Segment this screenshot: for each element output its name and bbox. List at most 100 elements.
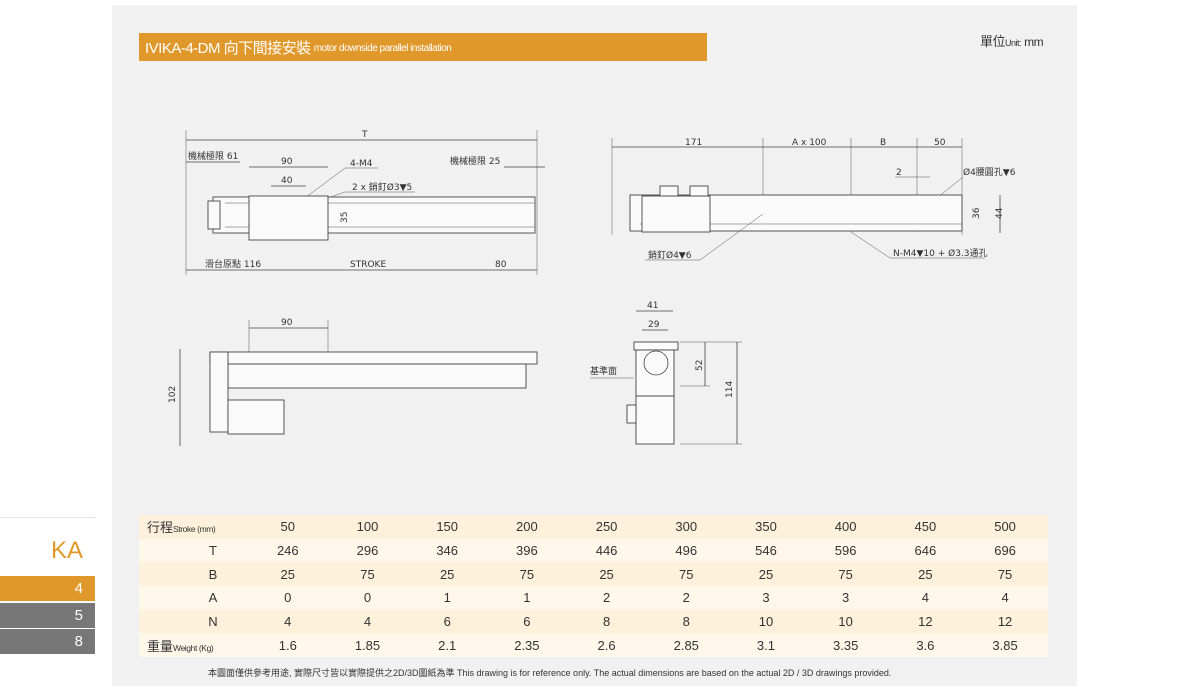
table-cell: 3: [762, 590, 770, 606]
unit-label: 單位Unit: mm: [980, 31, 1044, 50]
dim-limit-61: 機械極限 61: [188, 150, 238, 162]
row-label: N: [139, 610, 251, 634]
table-cell: 150: [436, 519, 459, 535]
sidebar-item-5[interactable]: 5: [0, 603, 95, 628]
table-cell: 4: [363, 614, 372, 630]
label-reference-surface: 基準面: [590, 365, 617, 377]
dim-102: 102: [168, 386, 178, 403]
dim-52: 52: [695, 360, 705, 371]
table-cell: 4: [1001, 590, 1009, 606]
table-cell: 646: [914, 543, 937, 559]
table-cell: 50: [280, 519, 296, 535]
table-cell: 75: [838, 566, 853, 582]
content-panel: [112, 5, 1077, 686]
table-cell: 3.35: [833, 637, 859, 653]
row-label: A: [139, 586, 251, 610]
dim-90: 90: [281, 157, 293, 167]
label-4-m4: 4-M4: [350, 159, 373, 169]
row-label: 重量Weight (Kg): [139, 633, 251, 657]
unit-label-en: Unit:: [1005, 38, 1022, 48]
table-cell: 25: [599, 566, 614, 582]
footer-note: 本圖面僅供參考用途, 實際尺寸皆以實際提供之2D/3D圖紙為準 This dra…: [208, 668, 892, 678]
dim-stroke: STROKE: [350, 260, 386, 270]
dim-2: 2: [896, 168, 902, 178]
row-label-text: A: [208, 590, 218, 606]
dim-origin-116: 滑台原點 116: [205, 258, 261, 270]
table-cell: 250: [595, 519, 618, 535]
table-cell: 12: [997, 614, 1013, 630]
table-cell: 12: [918, 614, 933, 630]
table-cell: 1.85: [354, 637, 381, 653]
row-label-text: 重量: [147, 638, 174, 654]
end-view-drawing: 41 29 基準面 52 114: [590, 301, 742, 445]
table-cell: 1: [523, 590, 531, 606]
table-cell: 2.6: [597, 637, 616, 653]
table-cell: 75: [679, 566, 694, 582]
row-label-text: N: [208, 614, 218, 630]
row-label: B: [139, 562, 251, 586]
table-cell: 2: [602, 590, 611, 606]
series-label: KA: [0, 517, 95, 575]
dim-44: 44: [995, 207, 1005, 219]
table-cell: 350: [755, 519, 777, 535]
dim-a-x-100: A x 100: [792, 138, 827, 148]
table-cell: 6: [443, 614, 451, 630]
table-cell: 0: [284, 590, 292, 606]
table-cell: 2.35: [514, 637, 540, 653]
table-cell: 75: [360, 566, 375, 582]
table-cell: 500: [994, 519, 1016, 535]
sidebar-item-4[interactable]: 4: [0, 576, 95, 601]
table-cell: 496: [675, 543, 698, 559]
sidebar-item-8[interactable]: 8: [0, 629, 95, 654]
label-pin-d4: 銷釘Ø4▼6: [648, 249, 692, 261]
table-cell: 75: [519, 566, 535, 582]
table-cell: 4: [921, 590, 929, 606]
dim-171: 171: [685, 138, 702, 148]
table-cell: 450: [914, 519, 937, 535]
table-cell: 346: [436, 543, 459, 559]
table-cell: 446: [595, 543, 618, 559]
table-cell: 596: [834, 543, 857, 559]
section-subtitle: motor downside parallel installation: [313, 43, 452, 54]
table-cell: 6: [523, 614, 531, 630]
table-cell: 4: [284, 614, 292, 630]
table-cell: 300: [675, 519, 698, 535]
dim-side-90: 90: [281, 318, 293, 328]
table-cell: 200: [516, 519, 538, 535]
table-cell: 696: [994, 543, 1016, 559]
table-cell: 396: [516, 543, 538, 559]
table-cell: 75: [997, 566, 1013, 582]
dim-40: 40: [281, 176, 293, 186]
table-cell: 3: [842, 590, 850, 606]
table-cell: 1.6: [278, 637, 297, 653]
dim-36: 36: [972, 207, 982, 219]
top-view-drawing: T 機械極限 61 90 40 4-M4 2 x 銷釘Ø3▼5 機械極限 25 …: [185, 130, 545, 275]
dim-41: 41: [647, 301, 658, 311]
table-cell: 10: [758, 614, 774, 630]
table-cell: 3.1: [756, 637, 775, 653]
table-cell: 25: [758, 566, 774, 582]
table-cell: 3.85: [992, 637, 1018, 653]
table-cell: 2.85: [673, 637, 699, 653]
row-label-text: 行程: [147, 520, 174, 536]
row-label-en: Weight (Kg): [173, 642, 214, 653]
table-cell: 2: [682, 590, 690, 606]
row-label: T: [139, 539, 251, 563]
dim-50: 50: [934, 138, 946, 148]
dim-T: T: [361, 130, 368, 140]
table-cell: 8: [602, 614, 611, 630]
row-label-text: T: [209, 543, 217, 559]
dim-114: 114: [725, 381, 735, 398]
dim-29: 29: [648, 320, 660, 330]
row-label-text: B: [208, 566, 218, 582]
table-cell: 0: [363, 590, 372, 606]
table-cell: 400: [834, 519, 857, 535]
label-slot-hole: Ø4腰圓孔▼6: [963, 167, 1016, 178]
label-pin-d3: 2 x 銷釘Ø3▼5: [352, 181, 412, 193]
table-cell: 100: [356, 519, 379, 535]
